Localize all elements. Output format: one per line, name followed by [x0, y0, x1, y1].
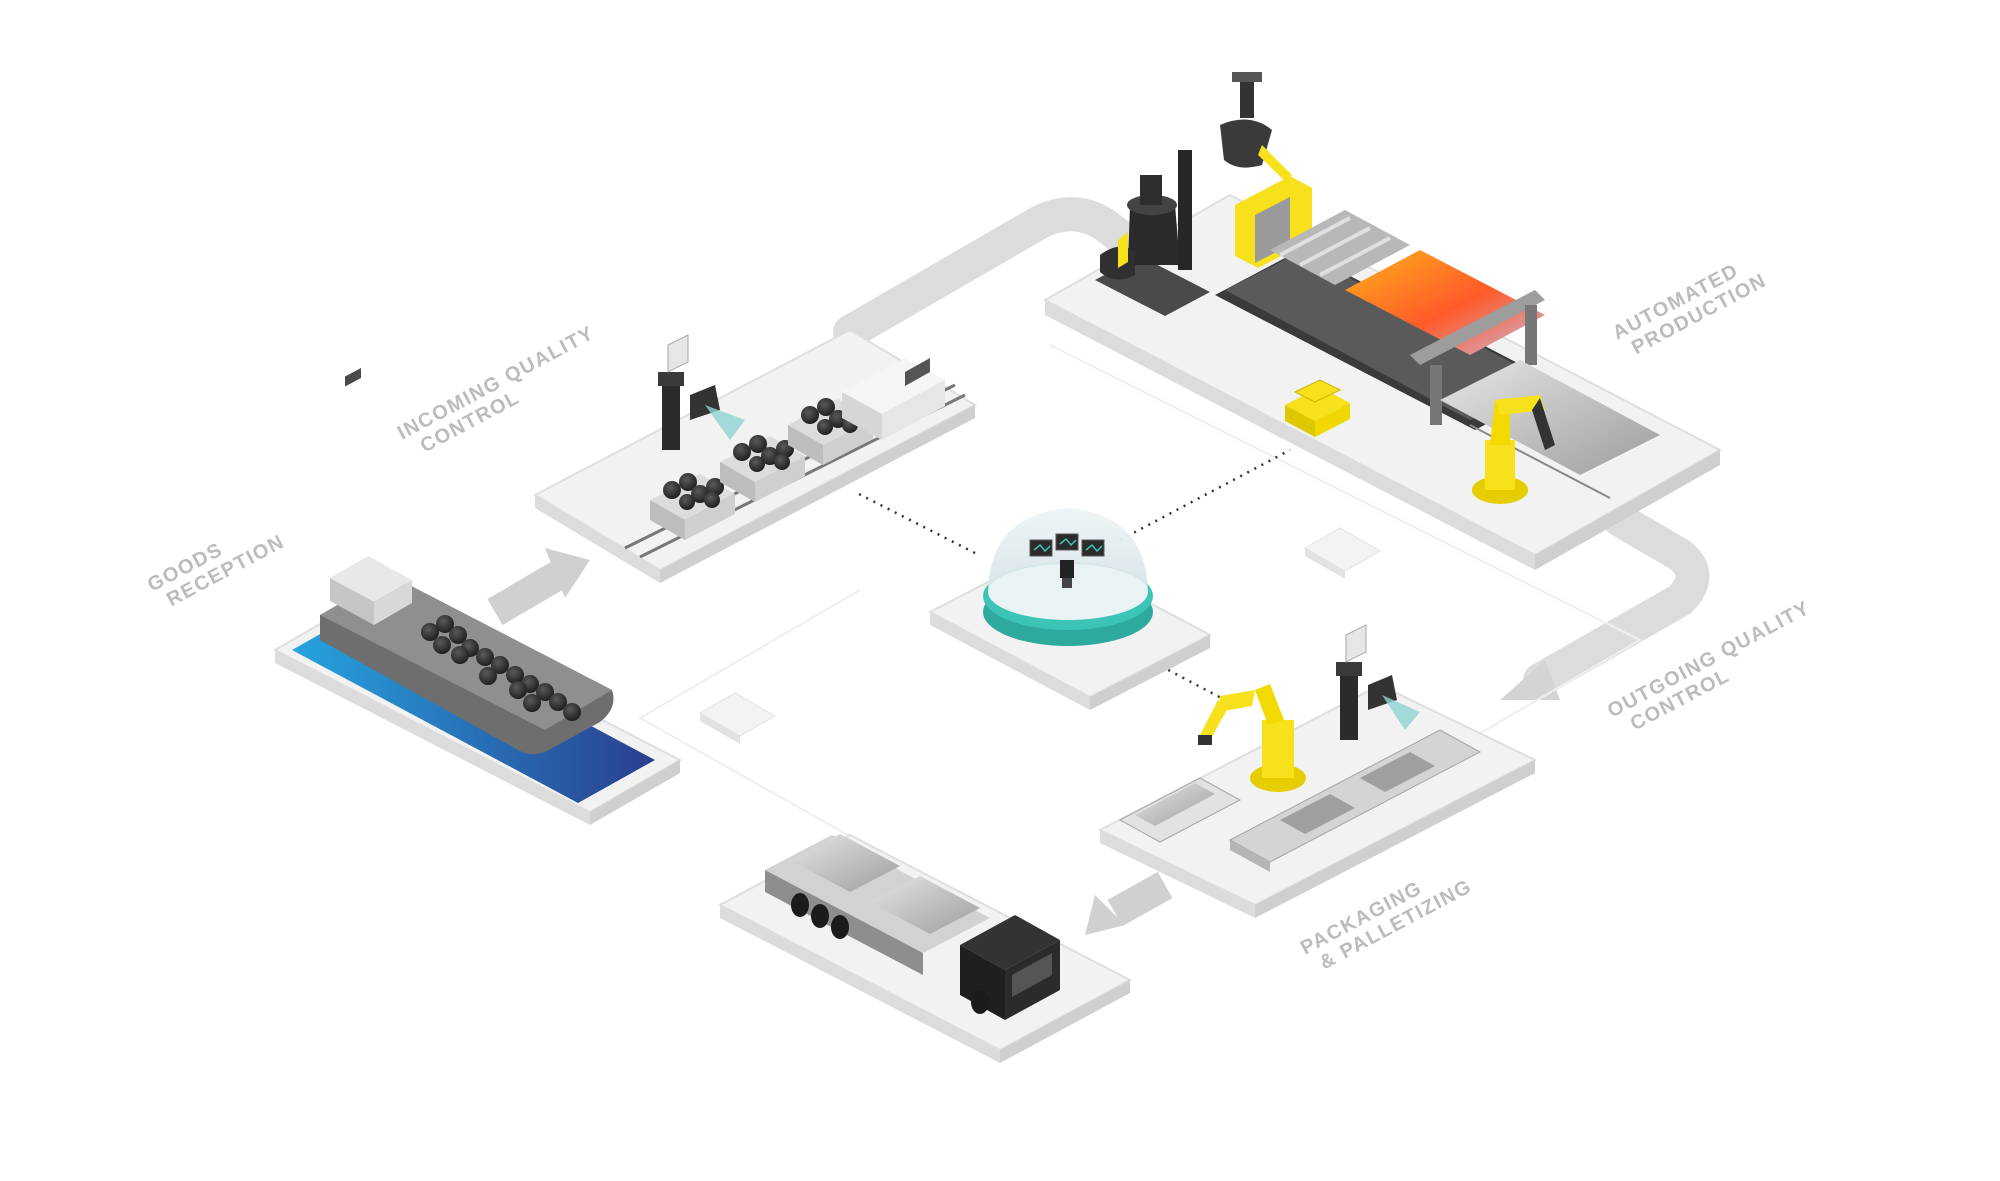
conveyor-icon	[1118, 729, 1482, 872]
locomotive	[842, 358, 945, 440]
faint-track-left	[637, 589, 911, 871]
agv-icon	[1285, 379, 1350, 437]
arrowhead-reception	[545, 548, 590, 598]
control-room-icon	[983, 508, 1153, 646]
truck-icon	[765, 834, 1060, 1020]
ship-icon	[320, 368, 614, 755]
link-control-to-iqc	[854, 490, 976, 555]
station-control-room	[927, 508, 1213, 710]
robot-arm-icon-packaging	[1198, 684, 1306, 792]
faint-track-right	[1049, 344, 1643, 746]
station-shipping	[717, 833, 1133, 1063]
station-packaging	[1097, 624, 1538, 918]
arrowhead-outgoing	[1500, 660, 1560, 700]
arrowhead-truck	[1085, 895, 1125, 935]
label-goods-reception: GOODS RECEPTION	[144, 531, 288, 612]
station-automated-production	[1042, 72, 1723, 570]
casting-line-icon	[1215, 176, 1660, 499]
scanner-icon-outgoing	[1336, 624, 1420, 740]
robot-arm-icon	[1472, 395, 1555, 504]
label-automated-production: AUTOMATED PRODUCTION	[1609, 260, 1770, 360]
conveyor-path-top	[833, 197, 1142, 349]
arrow-packaging-to-truck	[1107, 871, 1173, 927]
furnace-icon	[1095, 150, 1210, 316]
station-goods-reception	[272, 368, 683, 825]
small-pad-right	[1303, 527, 1382, 579]
arrow-reception-to-iqc	[487, 561, 568, 625]
small-pad-left	[698, 692, 777, 744]
scanner-icon	[658, 334, 745, 450]
conveyor-path-right	[1523, 503, 1710, 697]
link-control-to-production	[1119, 448, 1291, 542]
wagon-2	[720, 435, 805, 502]
wagon-1	[650, 473, 735, 540]
label-incoming-qc: INCOMING QUALITY CONTROL	[394, 322, 598, 457]
label-incoming-qc-line1: INCOMING QUALITY	[394, 322, 598, 444]
flow-connectors	[487, 197, 1710, 935]
station-incoming-qc	[532, 328, 978, 583]
ladle-crane	[1220, 72, 1292, 182]
train-icon	[650, 358, 945, 540]
